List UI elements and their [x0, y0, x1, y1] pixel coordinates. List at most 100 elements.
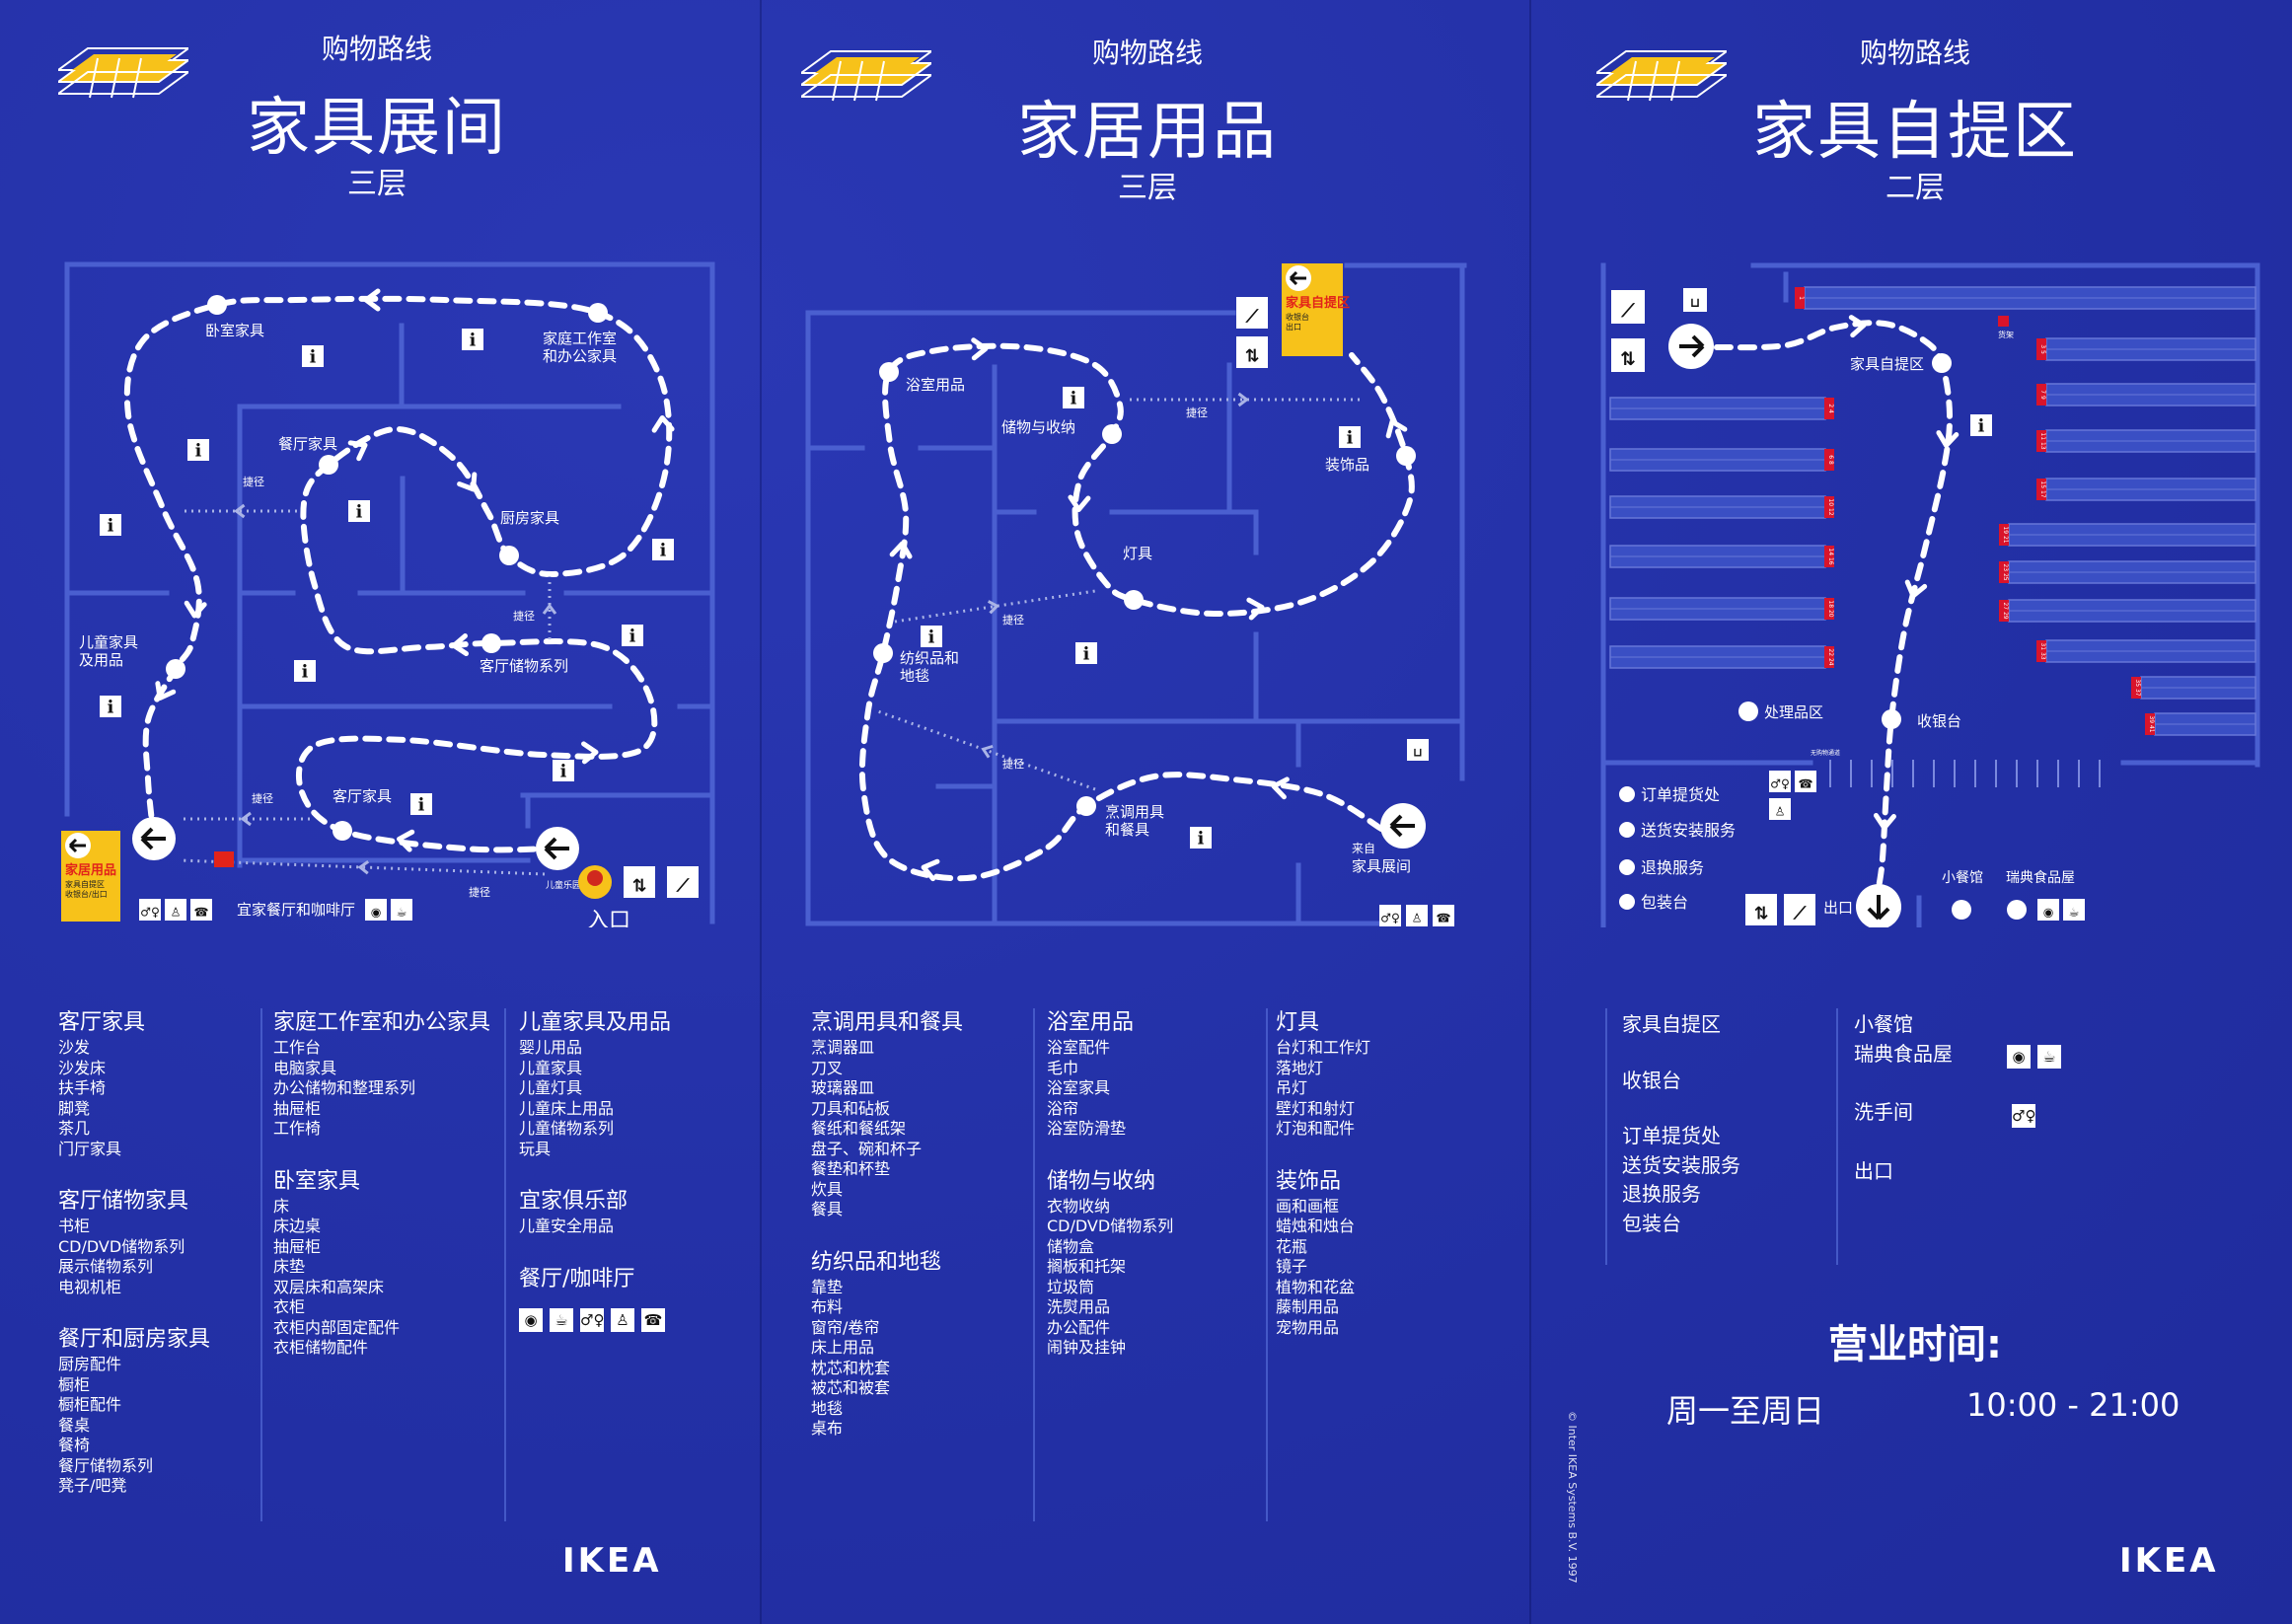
category-group: 儿童家具及用品婴儿用品儿童家具儿童灯具儿童床上用品儿童储物系列玩具: [519, 1010, 672, 1159]
stop-marker[interactable]: [588, 303, 608, 323]
category-item: 藤制用品: [1276, 1297, 1340, 1316]
service-marker[interactable]: [1619, 822, 1635, 838]
category-item: 花瓶: [1276, 1236, 1308, 1256]
exit-arrow[interactable]: [132, 817, 176, 860]
phone-icon: ☎: [1433, 905, 1454, 926]
opening-days: 周一至周日: [1666, 1392, 1825, 1430]
service-marker[interactable]: [1619, 859, 1635, 875]
stop-label-line: 卧室家具: [205, 322, 264, 339]
info-icon[interactable]: i: [294, 660, 316, 683]
trolley-icon: ⊔: [1407, 739, 1429, 761]
shopping-route: [123, 295, 673, 853]
category-item: 宠物用品: [1276, 1317, 1340, 1337]
info-icon[interactable]: i: [302, 345, 324, 368]
shortcut-label: 捷径: [252, 791, 273, 805]
info-icon[interactable]: i: [100, 696, 121, 718]
category-group: 餐厅和厨房家具厨房配件橱柜橱柜配件餐桌餐椅餐厅储物系列凳子/吧凳: [58, 1327, 210, 1497]
info-icon[interactable]: i: [187, 439, 209, 462]
info-icon[interactable]: i: [1063, 387, 1084, 409]
stop-marker[interactable]: [879, 362, 899, 382]
info-icon[interactable]: i: [921, 626, 942, 648]
category-item: 沙发床: [58, 1058, 107, 1077]
service-label: 包装台: [1641, 893, 1688, 912]
route-direction-arrow: [921, 858, 940, 882]
category-item: 刀具和砧板: [811, 1098, 891, 1118]
info-icon[interactable]: i: [553, 760, 574, 782]
list-item: 小餐馆: [1854, 1012, 1913, 1036]
svg-text:i: i: [108, 516, 114, 537]
shelf-row: 18 20: [1609, 597, 1834, 621]
info-icon[interactable]: i: [348, 500, 370, 523]
list-item-row: 瑞典食品屋 ◉☕: [1854, 1040, 2081, 1069]
stop-marker[interactable]: [1882, 709, 1901, 729]
stop-marker[interactable]: [499, 546, 519, 565]
amenities-list: 小餐馆 瑞典食品屋 ◉☕ 洗手间 ♂♀ 出口: [1854, 1010, 2081, 1186]
info-icon[interactable]: i: [1190, 827, 1212, 849]
category-group: 灯具台灯和工作灯落地灯吊灯壁灯和射灯灯泡和配件: [1276, 1010, 1370, 1140]
stop-marker[interactable]: [1738, 701, 1758, 721]
elevator-icon: ⇅: [1745, 894, 1777, 925]
entrance-arrow[interactable]: [536, 827, 579, 870]
category-group: 浴室用品浴室配件毛巾浴室家具浴帘浴室防滑垫: [1047, 1010, 1173, 1140]
exit-arrow[interactable]: [1856, 884, 1901, 927]
stop-marker[interactable]: [1076, 796, 1096, 816]
svg-text:i: i: [356, 502, 363, 523]
svg-text:i: i: [1071, 389, 1077, 409]
stop-marker[interactable]: [1102, 424, 1122, 444]
category-item: 工作椅: [273, 1119, 322, 1138]
svg-text:☎: ☎: [1436, 912, 1450, 925]
column-divider: [504, 1008, 506, 1521]
stop-label-line: 和餐具: [1105, 821, 1149, 839]
info-icon[interactable]: i: [1075, 642, 1097, 665]
stop-marker[interactable]: [1124, 590, 1144, 610]
category-heading: 客厅储物家具: [58, 1189, 189, 1214]
service-marker[interactable]: [1619, 786, 1635, 802]
route-direction-arrow: [1904, 579, 1928, 599]
swedish-food-marker[interactable]: [2007, 900, 2027, 920]
info-icon[interactable]: i: [1970, 414, 1992, 437]
category-item: 浴帘: [1047, 1098, 1079, 1118]
stop-marker[interactable]: [1932, 353, 1952, 373]
service-label: 订单提货处: [1641, 785, 1720, 804]
floor-stack-icon: [58, 47, 188, 99]
category-item: 办公储物和整理系列: [273, 1078, 416, 1097]
stop-marker[interactable]: [166, 659, 185, 679]
category-item: 窗帘/卷帘: [811, 1317, 880, 1337]
entry-arrow[interactable]: [1668, 324, 1714, 369]
category-item: 画和画框: [1276, 1196, 1340, 1216]
svg-text:♂♀: ♂♀: [1380, 912, 1400, 925]
route-direction-arrow: [1246, 597, 1265, 621]
stop-marker[interactable]: [207, 295, 227, 315]
stop-marker[interactable]: [1396, 446, 1416, 466]
info-icon[interactable]: i: [410, 793, 432, 816]
stop-marker[interactable]: [319, 455, 338, 475]
category-group: 纺织品和地毯靠垫布料窗帘/卷帘床上用品枕芯和枕套被芯和被套地毯桌布: [811, 1250, 963, 1439]
stop-marker[interactable]: [481, 633, 501, 653]
floor-stack-icon: [801, 50, 931, 102]
restroom-icon: ♂♀: [580, 1307, 604, 1332]
stop-marker[interactable]: [333, 821, 352, 841]
bistro-marker[interactable]: [1952, 900, 1971, 920]
entry-from-showroom-arrow[interactable]: [1380, 803, 1426, 849]
info-icon[interactable]: i: [652, 539, 674, 561]
shortcut-label: 捷径: [469, 885, 490, 899]
category-item: 儿童床上用品: [519, 1098, 615, 1118]
info-icon[interactable]: i: [1339, 426, 1361, 449]
pickup-services-list: 家具自提区 收银台 订单提货处 送货安装服务 退换服务 包装台: [1622, 1010, 1740, 1238]
category-item: 玩具: [519, 1139, 552, 1158]
stop-label: 烹调用具和餐具: [1105, 803, 1164, 839]
stop-label-line: 灯具: [1123, 545, 1152, 562]
shortcut-label: 捷径: [513, 609, 535, 623]
svg-text:♂♀: ♂♀: [1770, 777, 1790, 791]
info-icon[interactable]: i: [462, 329, 483, 351]
section-title: 家居用品: [1017, 96, 1278, 169]
exit-sign-subtitle: 家具自提区: [65, 879, 105, 889]
service-marker[interactable]: [1619, 894, 1635, 910]
route-direction-arrow: [155, 681, 177, 701]
stop-marker[interactable]: [873, 643, 893, 663]
info-icon[interactable]: i: [622, 625, 643, 647]
category-heading: 浴室用品: [1047, 1010, 1135, 1035]
info-icon[interactable]: i: [100, 514, 121, 537]
